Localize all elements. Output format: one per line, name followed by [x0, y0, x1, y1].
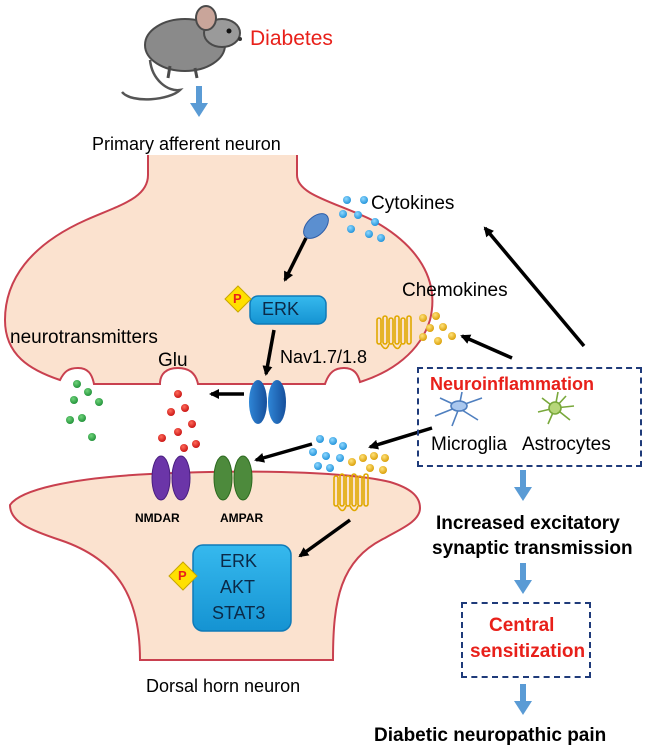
- erk-top: [224, 285, 327, 325]
- signal-box-line-2: AKT: [220, 577, 256, 597]
- astrocyte-icon: [537, 391, 575, 425]
- chemokine-dots-top: [419, 312, 456, 345]
- mouse-icon: [121, 5, 242, 101]
- arrow-erk-to-nav: [262, 329, 276, 376]
- cytokine-dots-bottom: [309, 435, 347, 472]
- neurotransmitters-label: neurotransmitters: [10, 327, 158, 348]
- nav-channel: [249, 380, 286, 424]
- nmdar-receptor: [151, 455, 191, 501]
- chemokine-receptor-bottom: [333, 473, 369, 512]
- flow-arrow-2: [514, 470, 532, 501]
- nav-label: Nav1.7/1.8: [280, 347, 368, 367]
- outcome-label: Diabetic neuropathic pain: [374, 725, 607, 746]
- primary-neuron-label: Primary afferent neuron: [92, 134, 281, 154]
- increased-label-line-1: Increased excitatory: [436, 513, 620, 534]
- central-sensitization-box: [461, 602, 591, 678]
- membrane-receptor: [303, 213, 329, 239]
- flow-arrow-1: [190, 86, 208, 117]
- black-arrows: [209, 226, 586, 558]
- signal-box-line-1: ERK: [220, 551, 258, 571]
- phospho-top-label: P: [233, 291, 242, 306]
- diabetes-label: Diabetes: [250, 27, 333, 50]
- central-label-line-1: Central: [489, 615, 555, 636]
- arrow-neuroinflammation-to-chemokines: [460, 334, 513, 360]
- arrow-receptor-to-erk: [283, 237, 308, 282]
- microglia-label: Microglia: [431, 434, 508, 455]
- arrow-cluster-to-ampar: [254, 442, 313, 463]
- cytokines-label: Cytokines: [371, 193, 455, 214]
- microglia-icon: [434, 391, 483, 427]
- phospho-bottom-label: P: [178, 568, 187, 583]
- dorsal-horn-label: Dorsal horn neuron: [146, 676, 301, 696]
- chemokines-label: Chemokines: [402, 280, 508, 301]
- arrow-microglia-to-cluster: [368, 426, 433, 450]
- chemokine-dots-bottom: [348, 452, 389, 474]
- neurotransmitter-dots: [66, 380, 103, 441]
- glu-label: Glu: [158, 350, 188, 371]
- arrow-receptor-to-signaling: [298, 518, 352, 558]
- erk-top-label: ERK: [262, 299, 300, 319]
- glu-dots: [158, 390, 200, 452]
- neuroinflammation-box: [417, 367, 642, 467]
- central-label-line-2: sensitization: [470, 641, 586, 662]
- signaling-box: [168, 544, 292, 632]
- flow-arrow-3: [514, 563, 532, 594]
- signal-box-line-3: STAT3: [212, 603, 266, 623]
- neuroinflammation-label: Neuroinflammation: [430, 374, 595, 394]
- flow-arrow-4: [514, 684, 532, 715]
- increased-label-line-2: synaptic transmission: [432, 538, 633, 559]
- astrocytes-label: Astrocytes: [522, 434, 611, 455]
- cytokine-dots: [339, 196, 385, 242]
- chemokine-receptor-top: [376, 315, 412, 350]
- ampar-label: AMPAR: [220, 511, 264, 525]
- arrow-neuroinflammation-to-cytokines: [483, 226, 586, 348]
- ampar-receptor: [213, 455, 253, 501]
- nmdar-label: NMDAR: [135, 511, 180, 525]
- presynaptic-terminal: [3, 155, 434, 385]
- phospho-diamond-bottom: [168, 561, 198, 591]
- phospho-diamond-top: [224, 285, 252, 313]
